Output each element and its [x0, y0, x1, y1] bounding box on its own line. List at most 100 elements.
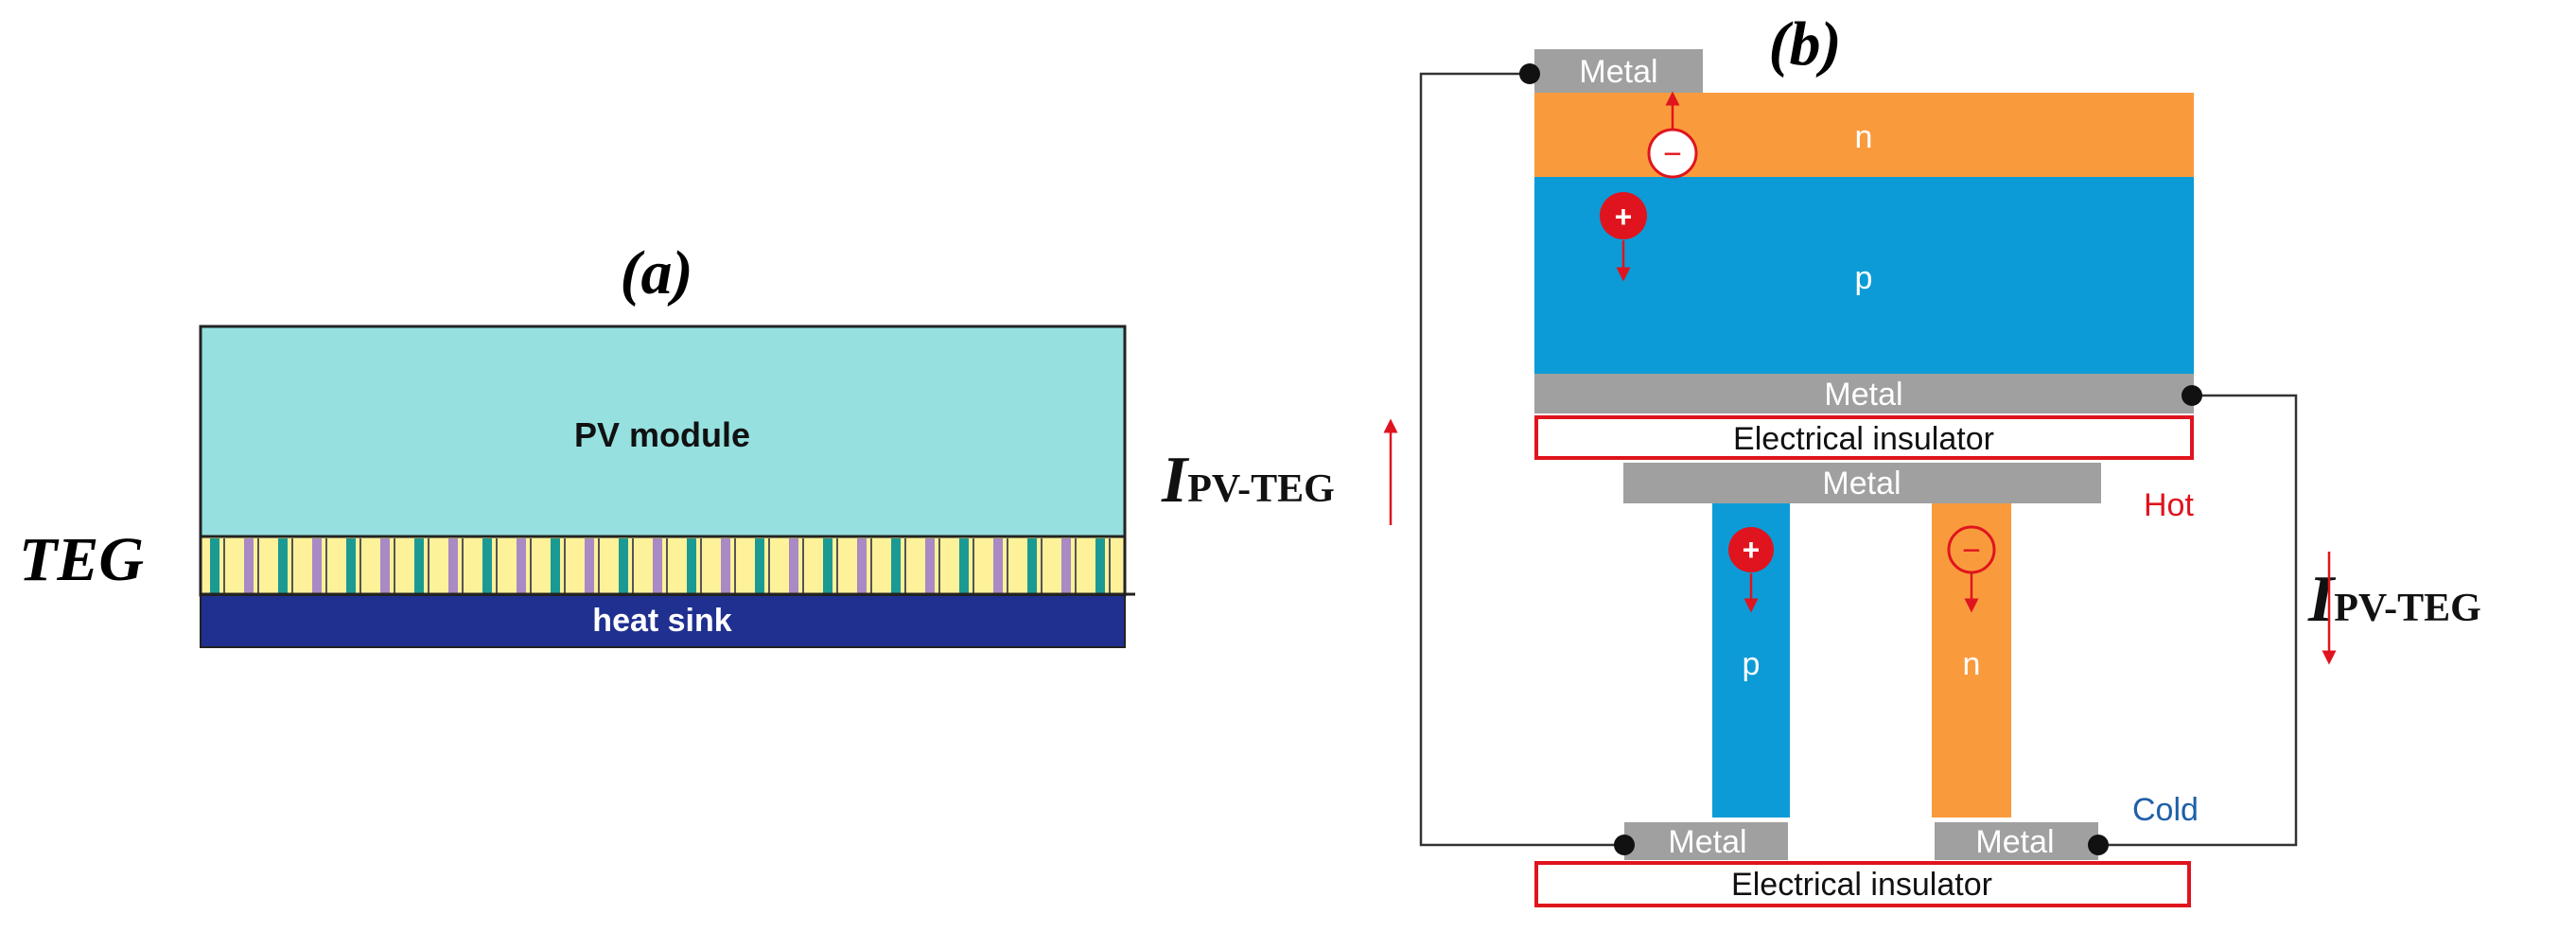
- hole-icon: [1600, 192, 1647, 239]
- teg-leg: [1061, 538, 1071, 593]
- teg-hole-sign: +: [1743, 533, 1761, 567]
- teg-separator: [632, 538, 634, 593]
- teg-separator: [1075, 538, 1077, 593]
- teg-electron-sign: −: [1962, 533, 1981, 569]
- cold-label: Cold: [2132, 792, 2199, 828]
- teg-leg: [278, 538, 288, 593]
- right-wire: [2098, 394, 2298, 847]
- current-subscript: PV-TEG: [1187, 467, 1335, 511]
- insulator-bottom-label: Electrical insulator: [1731, 867, 1992, 903]
- teg-separator: [359, 538, 361, 593]
- teg-leg: [585, 538, 594, 593]
- teg-separator: [904, 538, 906, 593]
- contact-dot-top-right: [2182, 385, 2202, 406]
- teg-separator: [1041, 538, 1043, 593]
- teg-leg: [380, 538, 390, 593]
- teg-leg: [414, 538, 424, 593]
- pv-hole: +: [1600, 192, 1647, 282]
- teg-separator: [700, 538, 702, 593]
- electron-icon: [1647, 128, 1698, 179]
- current-label-left: IPV-TEG: [1161, 418, 1398, 525]
- teg-leg: [1027, 538, 1037, 593]
- teg-separator: [564, 538, 566, 593]
- teg-leg: [244, 538, 254, 593]
- teg-separator: [598, 538, 600, 593]
- pv-n-layer: [1534, 93, 2194, 177]
- teg-separator: [223, 538, 225, 593]
- teg-leg: [755, 538, 764, 593]
- hot-label: Hot: [2144, 487, 2194, 523]
- teg-label: TEG: [19, 525, 144, 594]
- teg-separator: [973, 538, 974, 593]
- teg-hot-metal: [1623, 463, 2101, 503]
- current-subscript: PV-TEG: [2334, 587, 2481, 630]
- heat-sink-label: heat sink: [592, 603, 731, 639]
- teg-separator: [768, 538, 770, 593]
- teg-hole-icon: [1728, 527, 1774, 572]
- left-wire: [1419, 72, 1624, 847]
- teg-leg: [789, 538, 798, 593]
- teg-leg: [1095, 538, 1105, 593]
- teg-leg: [959, 538, 969, 593]
- teg-leg: [551, 538, 560, 593]
- pv-electron: −: [1647, 91, 1698, 179]
- teg-base: [199, 535, 1127, 597]
- teg-separator: [666, 538, 668, 593]
- teg-n-label: n: [1963, 646, 1981, 682]
- teg-leg: [891, 538, 901, 593]
- teg-layer: [199, 535, 1135, 597]
- insulator-bottom: [1534, 861, 2191, 907]
- teg-separator: [428, 538, 429, 593]
- contact-dot-top-left: [1519, 63, 1540, 84]
- teg-hole: +: [1728, 527, 1774, 613]
- teg-separator: [802, 538, 804, 593]
- panel-a: (a) PV module TEG heat sink: [19, 238, 1135, 648]
- circuit-wires: [1419, 72, 2298, 847]
- teg-separator: [938, 538, 940, 593]
- contact-dot-bottom-right: [2088, 835, 2109, 855]
- pv-p-label: p: [1855, 260, 1873, 296]
- svg-text:IPV-TEG: IPV-TEG: [1161, 444, 1335, 517]
- insulator-top-label: Electrical insulator: [1733, 421, 1994, 457]
- heat-sink: [200, 594, 1126, 648]
- panel-a-label: (a): [621, 238, 693, 308]
- teg-cold-metal-left-label: Metal: [1668, 824, 1746, 860]
- insulator-top: [1534, 415, 2194, 460]
- teg-leg: [653, 538, 662, 593]
- teg-separator: [530, 538, 532, 593]
- teg-leg: [823, 538, 832, 593]
- pv-module-label: PV module: [574, 415, 750, 454]
- svg-text:IPV-TEG: IPV-TEG: [2307, 563, 2481, 636]
- teg-separator: [291, 538, 293, 593]
- top-metal-label: Metal: [1579, 54, 1657, 90]
- teg-separator: [257, 538, 259, 593]
- teg-electron: −: [1947, 525, 1996, 613]
- teg-separator: [734, 538, 736, 593]
- current-symbol: I: [1161, 444, 1190, 517]
- teg-cold-metal-right-label: Metal: [1975, 824, 2054, 860]
- pv-n-label: n: [1855, 119, 1873, 155]
- hole-sign: +: [1615, 200, 1633, 234]
- pv-bottom-metal-label: Metal: [1824, 377, 1902, 413]
- teg-separator: [870, 538, 872, 593]
- top-metal-contact: [1534, 49, 1703, 93]
- pv-module: [199, 325, 1127, 538]
- teg-separator: [1007, 538, 1008, 593]
- teg-leg: [721, 538, 730, 593]
- teg-separator: [1109, 538, 1111, 593]
- teg-leg: [687, 538, 696, 593]
- teg-leg: [857, 538, 867, 593]
- teg-leg: [346, 538, 356, 593]
- panel-b-label: (b): [1769, 9, 1842, 79]
- teg-separator: [496, 538, 498, 593]
- teg-leg: [993, 538, 1003, 593]
- panel-b: (b) Metal n p − + Metal: [1161, 9, 2481, 907]
- teg-leg: [517, 538, 526, 593]
- teg-leg: [925, 538, 935, 593]
- teg-cold-metal-left: [1624, 822, 1788, 860]
- teg-electron-icon: [1947, 525, 1996, 574]
- teg-p-label: p: [1743, 646, 1761, 682]
- teg-leg: [210, 538, 219, 593]
- teg-cold-metal-right: [1935, 822, 2098, 860]
- teg-leg: [482, 538, 492, 593]
